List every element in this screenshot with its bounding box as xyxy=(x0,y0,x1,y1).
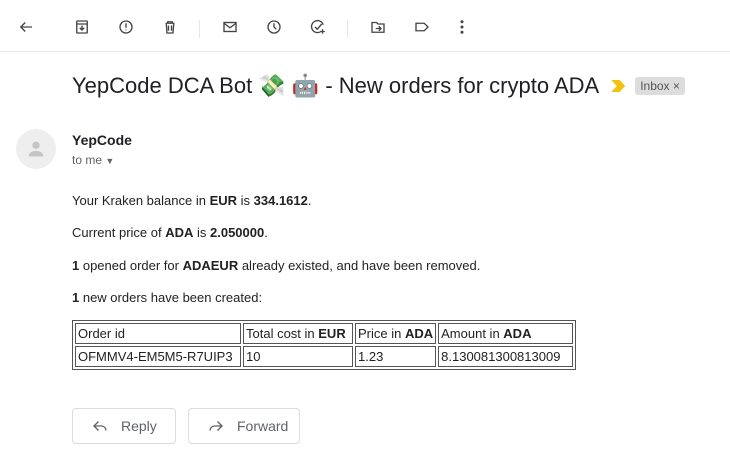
table-row: OFMMV4-EM5M5-R7UIP3 10 1.23 8.1300813008… xyxy=(75,346,574,367)
header-total-cost: Total cost in EUR xyxy=(243,323,353,344)
person-icon xyxy=(28,141,44,157)
mark-unread-icon[interactable] xyxy=(220,17,240,37)
header-order-id: Order id xyxy=(75,323,241,344)
subject-text: YepCode DCA Bot 💸 🤖 - New orders for cry… xyxy=(72,73,600,98)
removed-orders-line: 1 opened order for ADAEUR already existe… xyxy=(72,258,481,273)
cell-price: 1.23 xyxy=(355,346,437,367)
cell-amount: 8.130081300813009 xyxy=(438,346,574,367)
header-price: Price in ADA xyxy=(355,323,437,344)
table-header-row: Order id Total cost in EUR Price in ADA … xyxy=(75,323,574,344)
dropdown-icon: ▼ xyxy=(105,156,115,166)
label-icon[interactable] xyxy=(412,17,432,37)
snooze-icon[interactable] xyxy=(264,17,284,37)
toolbar xyxy=(0,0,730,52)
back-icon[interactable] xyxy=(16,17,36,37)
delete-icon[interactable] xyxy=(160,17,180,37)
remove-label-button[interactable]: × xyxy=(672,79,680,93)
avatar xyxy=(16,129,56,169)
important-marker-icon[interactable] xyxy=(611,80,626,92)
price-line: Current price of ADA is 2.050000. xyxy=(72,225,268,240)
cell-total-cost: 10 xyxy=(243,346,353,367)
report-spam-icon[interactable] xyxy=(116,17,136,37)
balance-line: Your Kraken balance in EUR is 334.1612. xyxy=(72,193,312,208)
reply-button[interactable]: Reply xyxy=(72,408,176,444)
cell-order-id: OFMMV4-EM5M5-R7UIP3 xyxy=(75,346,241,367)
forward-button[interactable]: Forward xyxy=(188,408,300,444)
reply-icon xyxy=(93,421,107,431)
add-task-icon[interactable] xyxy=(308,17,328,37)
move-to-icon[interactable] xyxy=(368,17,388,37)
sender-name: YepCode xyxy=(72,132,132,148)
email-subject: YepCode DCA Bot 💸 🤖 - New orders for cry… xyxy=(72,73,685,99)
new-orders-line: 1 new orders have been created: xyxy=(72,290,263,305)
orders-table: Order id Total cost in EUR Price in ADA … xyxy=(72,320,577,370)
archive-icon[interactable] xyxy=(72,17,92,37)
inbox-label: Inbox × xyxy=(635,77,685,95)
header-amount: Amount in ADA xyxy=(438,323,574,344)
recipients-toggle[interactable]: to me ▼ xyxy=(72,153,115,167)
forward-icon xyxy=(209,421,223,431)
more-icon[interactable] xyxy=(452,17,472,37)
